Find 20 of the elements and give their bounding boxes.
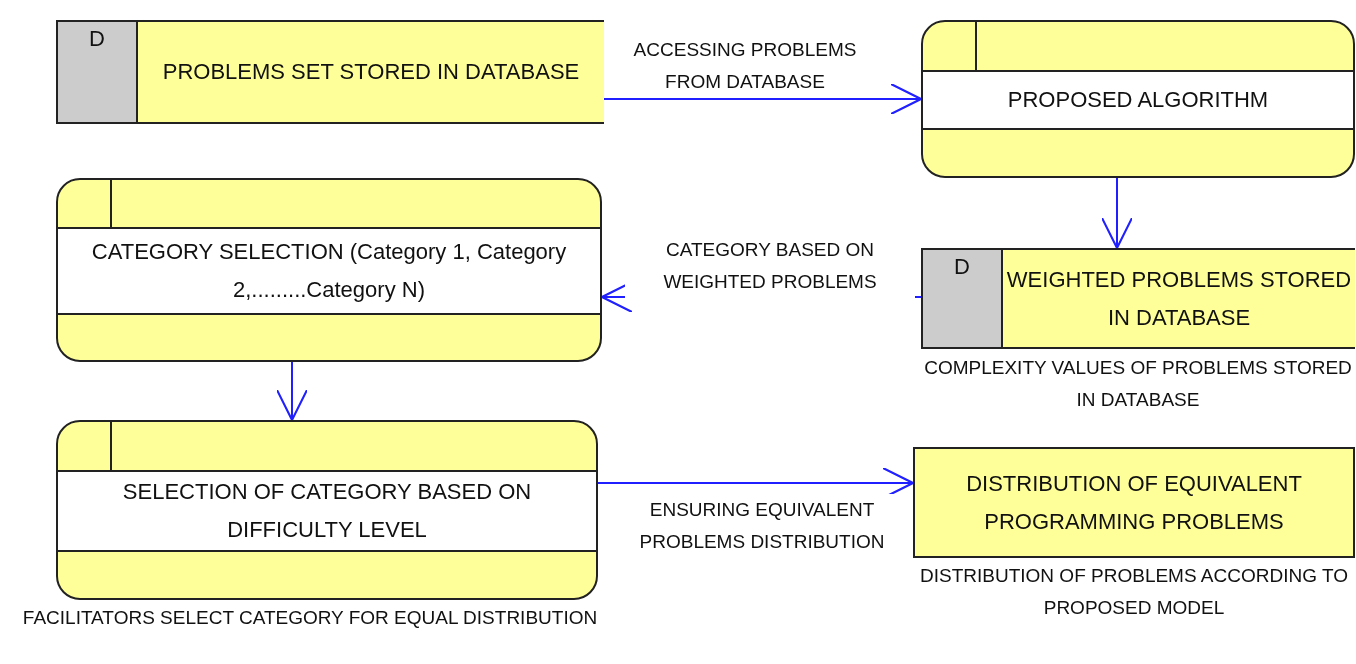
process-box [921,20,1355,178]
node-caption: COMPLEXITY VALUES OF PROBLEMS STORED IN DATABASE [923,356,1353,412]
process-box [56,420,598,600]
data-store [921,248,1355,349]
store-label: WEIGHTED PROBLEMS STORED IN DATABASE [1005,265,1353,332]
node-caption: DISTRIBUTION OF PROBLEMS ACCORDING TO PROPOSED MODEL [919,564,1349,620]
process-label: PROPOSED ALGORITHM [1006,86,1270,114]
process-label: CATEGORY SELECTION (Category 1, Category 2,.........Category N) [90,238,568,304]
process-label: SELECTION OF CATEGORY BASED ON DIFFICULTY LEVEL [121,478,533,544]
process-box [56,178,602,362]
arrow [1100,177,1134,250]
arrow [603,82,923,116]
node-caption: FACILITATORS SELECT CATEGORY FOR EQUAL DISTRIBUTION [21,606,599,630]
output-box [913,447,1355,558]
store-id: D [58,22,138,122]
arrow [275,361,309,422]
data-store [56,20,604,124]
store-label: PROBLEMS SET STORED IN DATABASE [162,58,580,86]
output-label: DISTRIBUTION OF EQUIVALENT PROGRAMMING PROBLEMS [965,469,1303,536]
store-id: D [923,250,1003,347]
